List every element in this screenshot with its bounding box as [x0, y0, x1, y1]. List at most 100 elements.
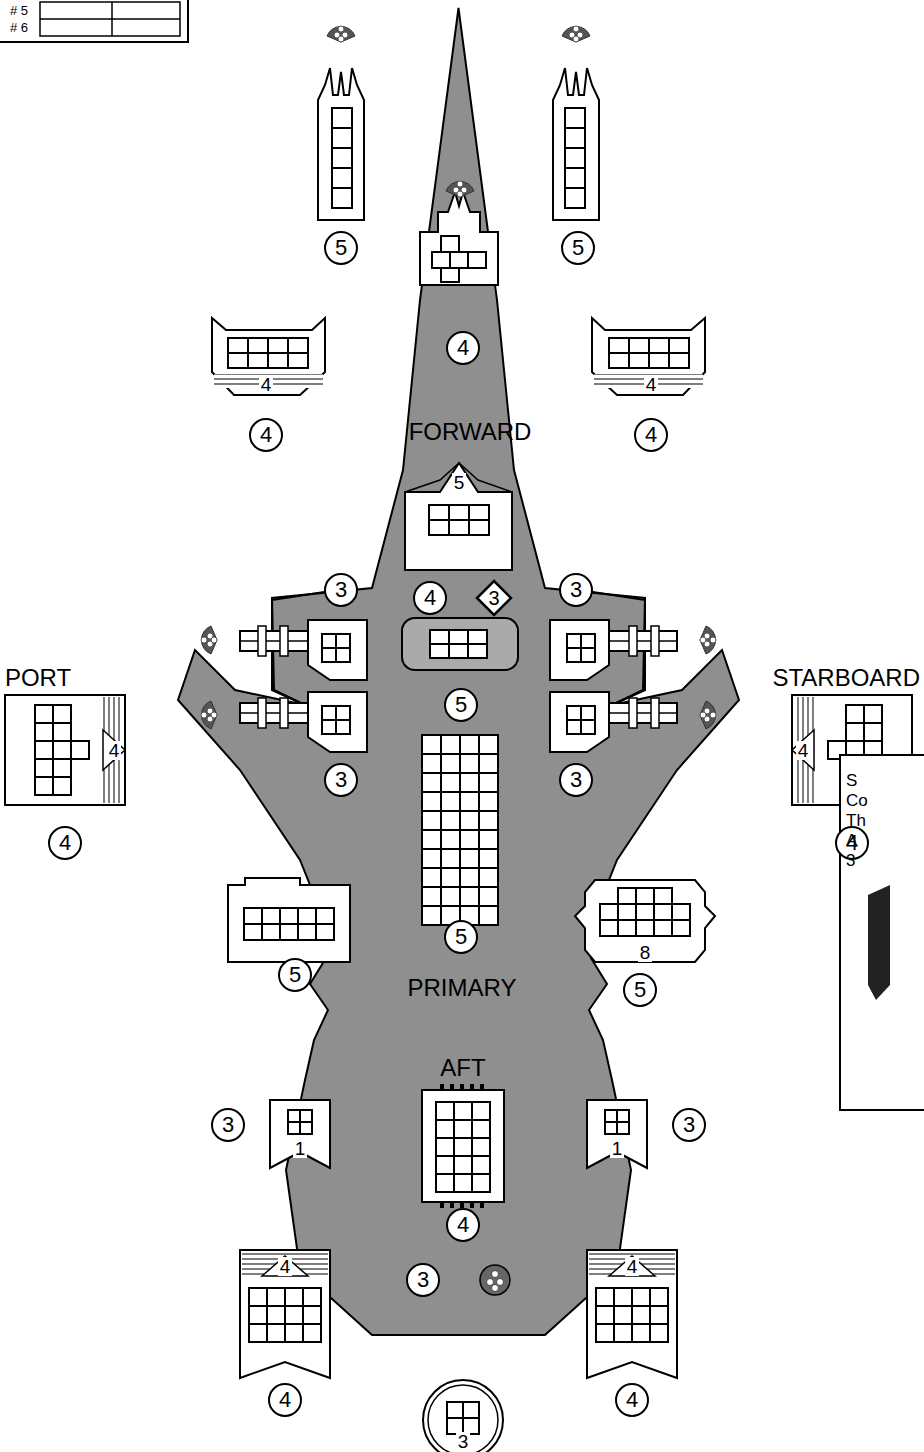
box-number: 4	[796, 741, 811, 760]
box-number: 3	[456, 1432, 471, 1451]
system-box: 8	[575, 880, 715, 962]
box-number: 1	[610, 1139, 625, 1158]
ship-part	[258, 698, 266, 728]
damage-box	[53, 705, 71, 723]
callout-number: 4	[249, 418, 283, 452]
callout-number: 5	[444, 920, 478, 954]
damage-box	[618, 888, 636, 904]
box-number: 4	[107, 741, 122, 760]
ship-part	[201, 626, 217, 654]
box-number: 4	[259, 375, 274, 394]
damage-box	[332, 128, 352, 148]
ship-part	[0, 0, 188, 42]
damage-box	[285, 1288, 303, 1306]
damage-box	[479, 754, 498, 773]
damage-box	[472, 1138, 490, 1156]
ship-part	[103, 697, 123, 803]
weapon-arc-icon	[201, 701, 217, 729]
damage-box	[336, 720, 350, 734]
damage-box	[422, 773, 441, 792]
damage-box	[472, 1120, 490, 1138]
callout-number-text: 5	[455, 926, 467, 948]
weapon-arc-icon	[446, 181, 474, 197]
ship-part	[240, 631, 308, 651]
damage-box	[267, 1288, 285, 1306]
damage-box	[469, 520, 489, 535]
ship-part	[212, 318, 325, 395]
damage-box	[436, 1156, 454, 1174]
ship-part	[457, 181, 463, 187]
table-row-label: # 5	[10, 4, 28, 17]
damage-box	[441, 236, 459, 252]
damage-box	[35, 741, 53, 759]
damage-box	[454, 1174, 472, 1192]
ship-part	[497, 1279, 504, 1286]
ship-part	[550, 26, 912, 1378]
damage-box	[468, 644, 487, 658]
system-box: 4	[587, 1250, 677, 1378]
damage-box	[228, 338, 248, 353]
damage-box	[436, 1120, 454, 1138]
callout-number-text: 5	[335, 237, 347, 259]
damage-box	[422, 792, 441, 811]
damage-box	[53, 777, 71, 795]
damage-box	[441, 830, 460, 849]
damage-box	[441, 773, 460, 792]
damage-box	[454, 1102, 472, 1120]
damage-box	[441, 887, 460, 906]
ship-part	[457, 191, 463, 197]
callout-number: 5	[324, 231, 358, 265]
panel-text: 3	[846, 852, 855, 869]
ship-part	[492, 1285, 499, 1292]
damage-box	[300, 1122, 312, 1134]
damage-box	[248, 353, 268, 368]
ship-part	[480, 1202, 484, 1208]
damage-box	[35, 723, 53, 741]
damage-box	[288, 1122, 300, 1134]
damage-box	[447, 1402, 463, 1418]
damage-box	[436, 1138, 454, 1156]
damage-box	[268, 353, 288, 368]
ship-part	[405, 463, 512, 492]
damage-box	[469, 505, 489, 520]
damage-box	[441, 268, 459, 282]
ship-part	[318, 68, 364, 220]
ship-part	[240, 640, 308, 642]
callout-number: 3	[672, 1108, 706, 1142]
ship-part	[111, 2, 113, 36]
ship-part	[240, 703, 308, 723]
callout-number-text: 4	[645, 424, 657, 446]
damage-box	[479, 735, 498, 754]
ship-part	[840, 755, 924, 1110]
callout-number: 3	[559, 573, 593, 607]
box-number: 4	[278, 1257, 293, 1276]
damage-box	[432, 252, 450, 268]
damage-box	[468, 252, 486, 268]
ship-part	[228, 181, 924, 1452]
box-number: 1	[293, 1139, 308, 1158]
damage-box	[336, 634, 350, 648]
section-label: PORT	[5, 666, 71, 690]
damage-box	[460, 830, 479, 849]
damage-box	[249, 1306, 267, 1324]
damage-box	[468, 630, 487, 644]
callout-number: 3	[324, 763, 358, 797]
ship-part	[270, 1100, 330, 1168]
damage-box	[429, 520, 449, 535]
damage-box	[479, 887, 498, 906]
callout-number-text: 4	[457, 1214, 469, 1236]
callout-number-text: 3	[683, 1114, 695, 1136]
system-box: 1	[270, 1100, 330, 1168]
damage-box	[472, 1102, 490, 1120]
damage-box	[460, 735, 479, 754]
damage-box	[460, 792, 479, 811]
damage-box	[422, 887, 441, 906]
ship-part	[423, 1380, 503, 1452]
ship-part	[201, 637, 207, 643]
ship-part	[470, 1202, 474, 1208]
damage-box	[600, 920, 618, 936]
damage-box	[460, 811, 479, 830]
system-box: 4	[592, 318, 705, 398]
damage-box	[267, 1306, 285, 1324]
damage-box	[454, 1138, 472, 1156]
